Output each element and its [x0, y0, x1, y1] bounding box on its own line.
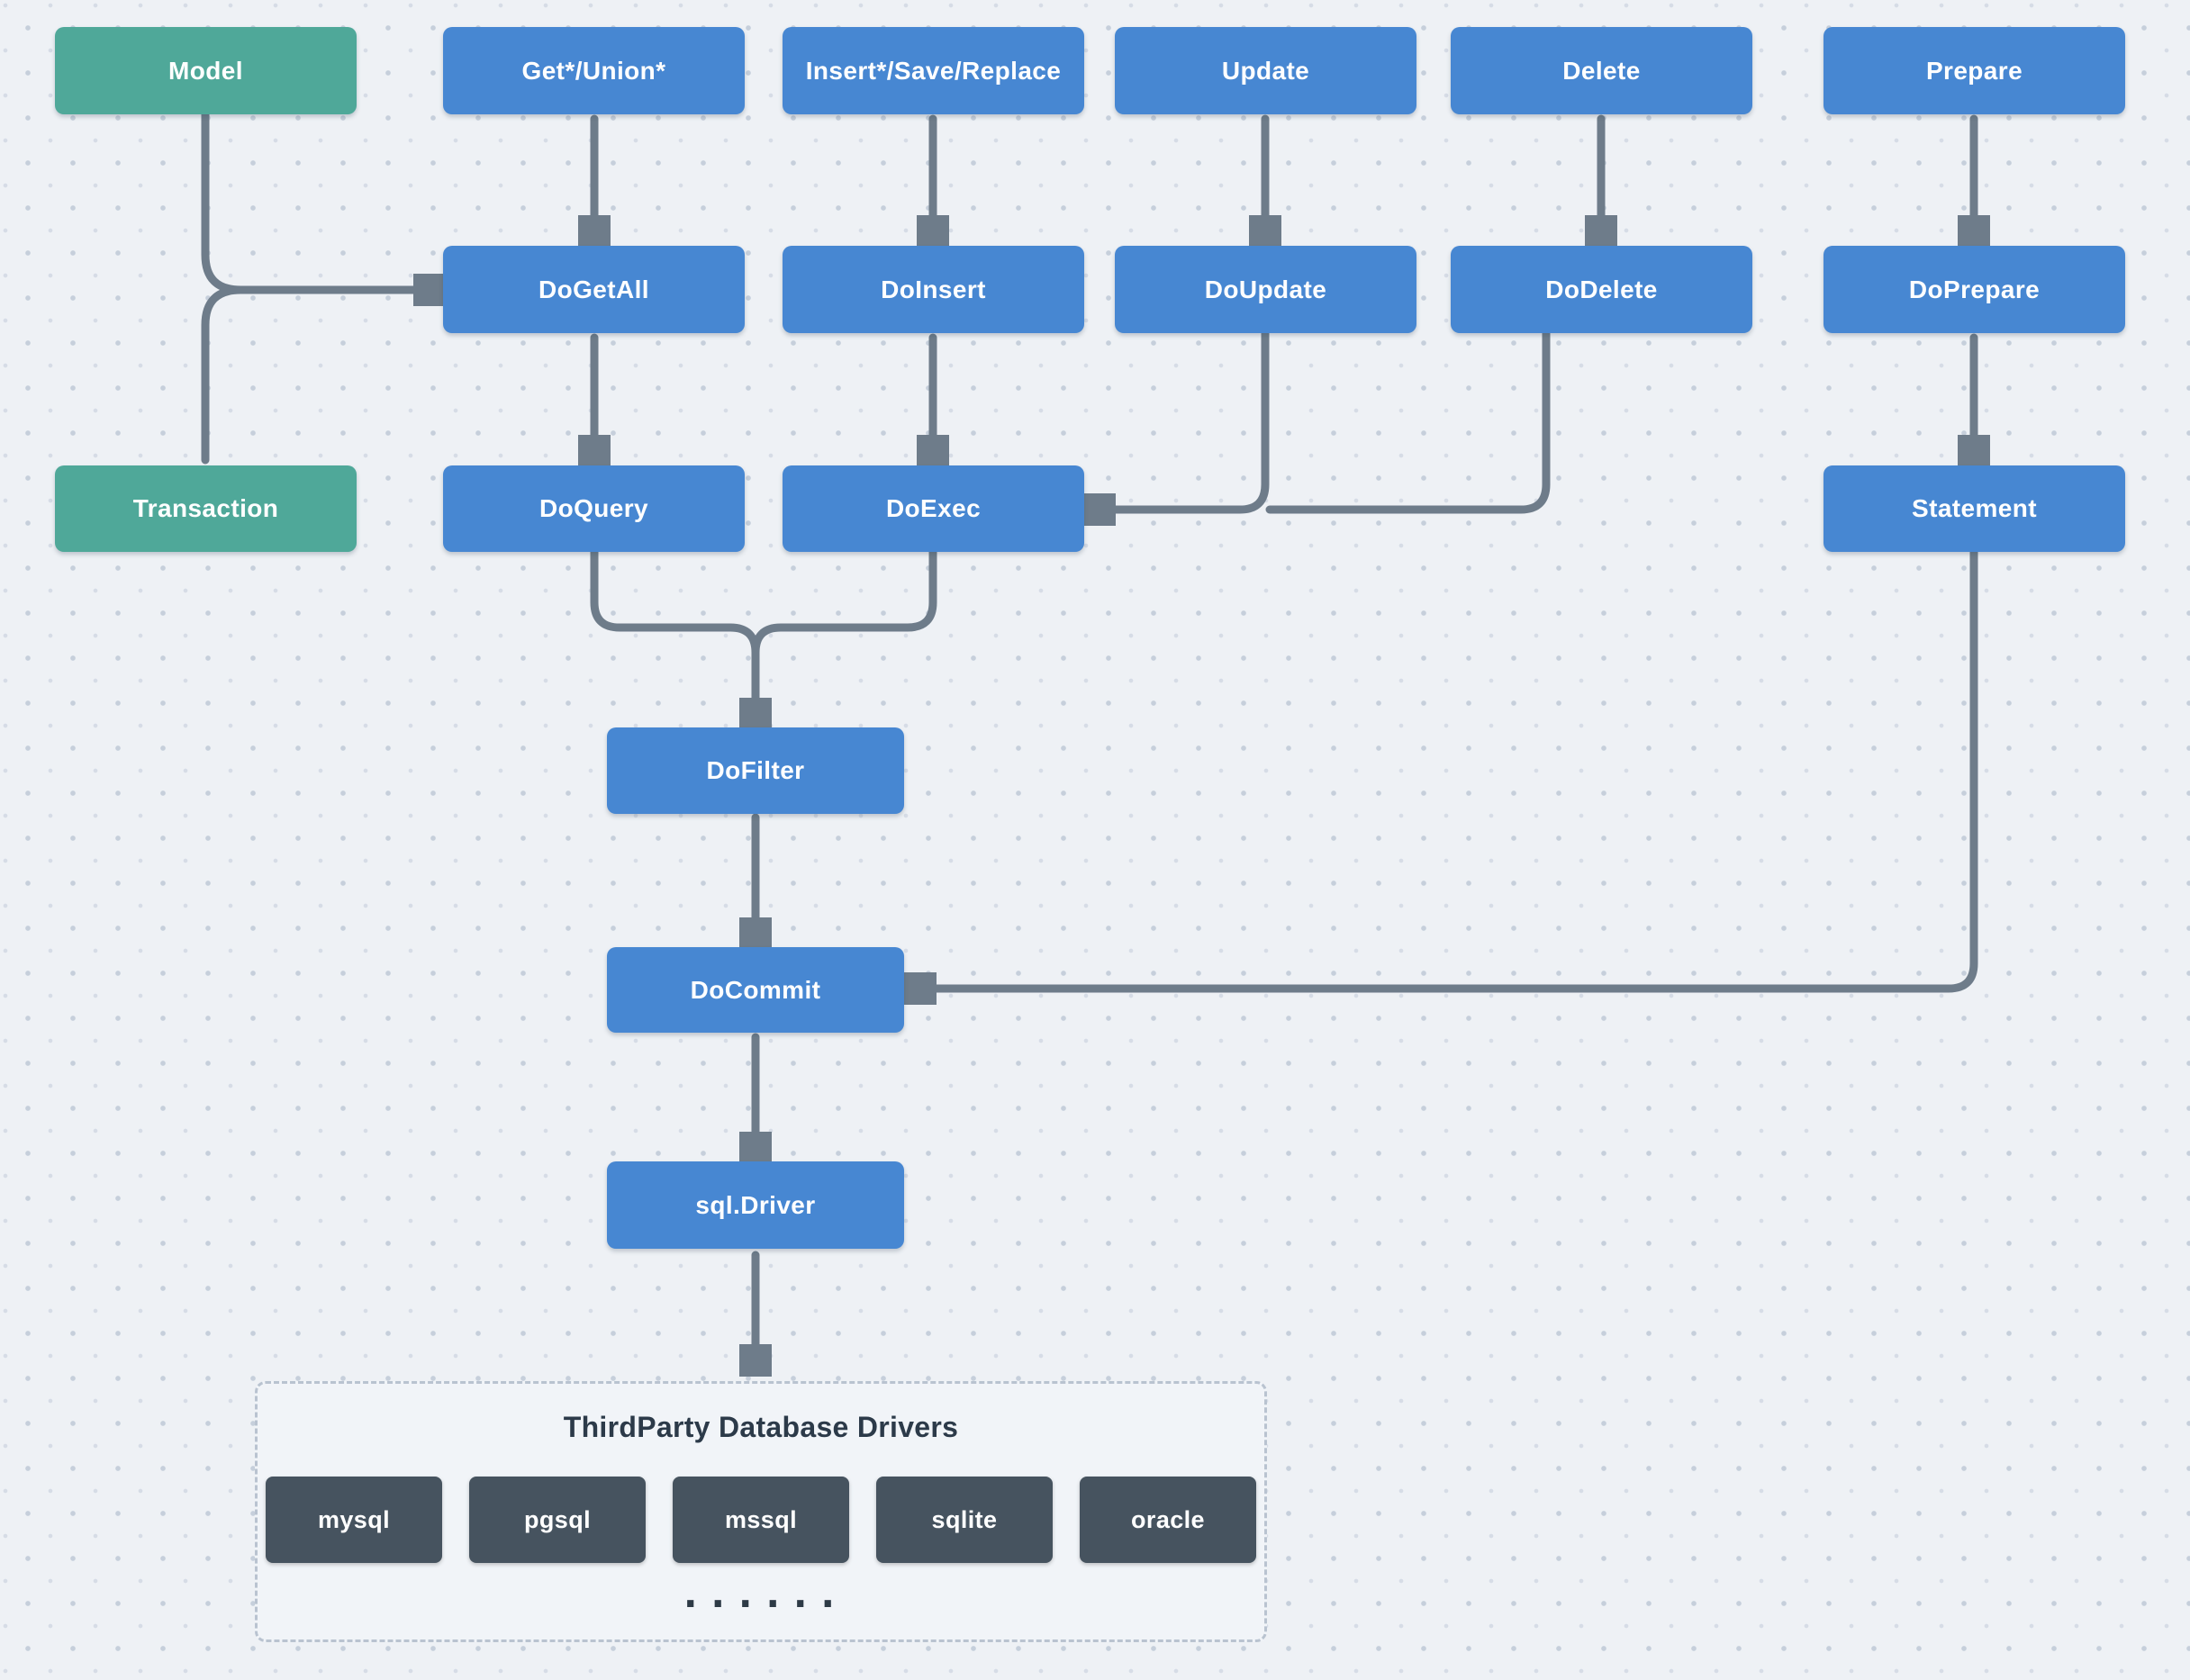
node-insert-save-replace: Insert*/Save/Replace	[783, 27, 1084, 114]
thirdparty-drivers-panel: ThirdParty Database Drivers mysql pgsql …	[255, 1381, 1267, 1642]
node-model: Model	[55, 27, 357, 114]
driver-pgsql: pgsql	[469, 1477, 646, 1563]
node-doupdate: DoUpdate	[1115, 246, 1416, 333]
connector-doquery-to-dofilter	[590, 547, 756, 722]
node-sql-driver: sql.Driver	[607, 1161, 904, 1249]
thirdparty-drivers-title: ThirdParty Database Drivers	[563, 1411, 959, 1443]
node-update: Update	[1115, 27, 1416, 114]
driver-row: mysql pgsql mssql sqlite oracle	[258, 1477, 1264, 1563]
node-statement: Statement	[1823, 465, 2125, 552]
connector-model-to-transaction	[201, 285, 245, 465]
node-dogetall: DoGetAll	[443, 246, 745, 333]
node-get-union: Get*/Union*	[443, 27, 745, 114]
driver-mysql: mysql	[266, 1477, 442, 1563]
connector-model-to-dogetall	[201, 110, 438, 290]
node-transaction: Transaction	[55, 465, 357, 552]
driver-mssql: mssql	[673, 1477, 849, 1563]
driver-sqlite: sqlite	[876, 1477, 1053, 1563]
node-delete: Delete	[1451, 27, 1752, 114]
driver-oracle: oracle	[1080, 1477, 1256, 1563]
node-prepare: Prepare	[1823, 27, 2125, 114]
node-dofilter: DoFilter	[607, 727, 904, 814]
node-docommit: DoCommit	[607, 947, 904, 1033]
node-doinsert: DoInsert	[783, 246, 1084, 333]
connector-doexec-to-dofilter	[751, 547, 937, 657]
node-doexec: DoExec	[783, 465, 1084, 552]
connector-dodelete-to-doexec	[1265, 329, 1551, 514]
connector-statement-to-docommit	[912, 547, 1978, 989]
connector-doupdate-to-doexec	[1091, 329, 1270, 510]
node-doquery: DoQuery	[443, 465, 745, 552]
more-drivers-ellipsis: ......	[678, 1571, 844, 1617]
node-doprepare: DoPrepare	[1823, 246, 2125, 333]
node-dodelete: DoDelete	[1451, 246, 1752, 333]
